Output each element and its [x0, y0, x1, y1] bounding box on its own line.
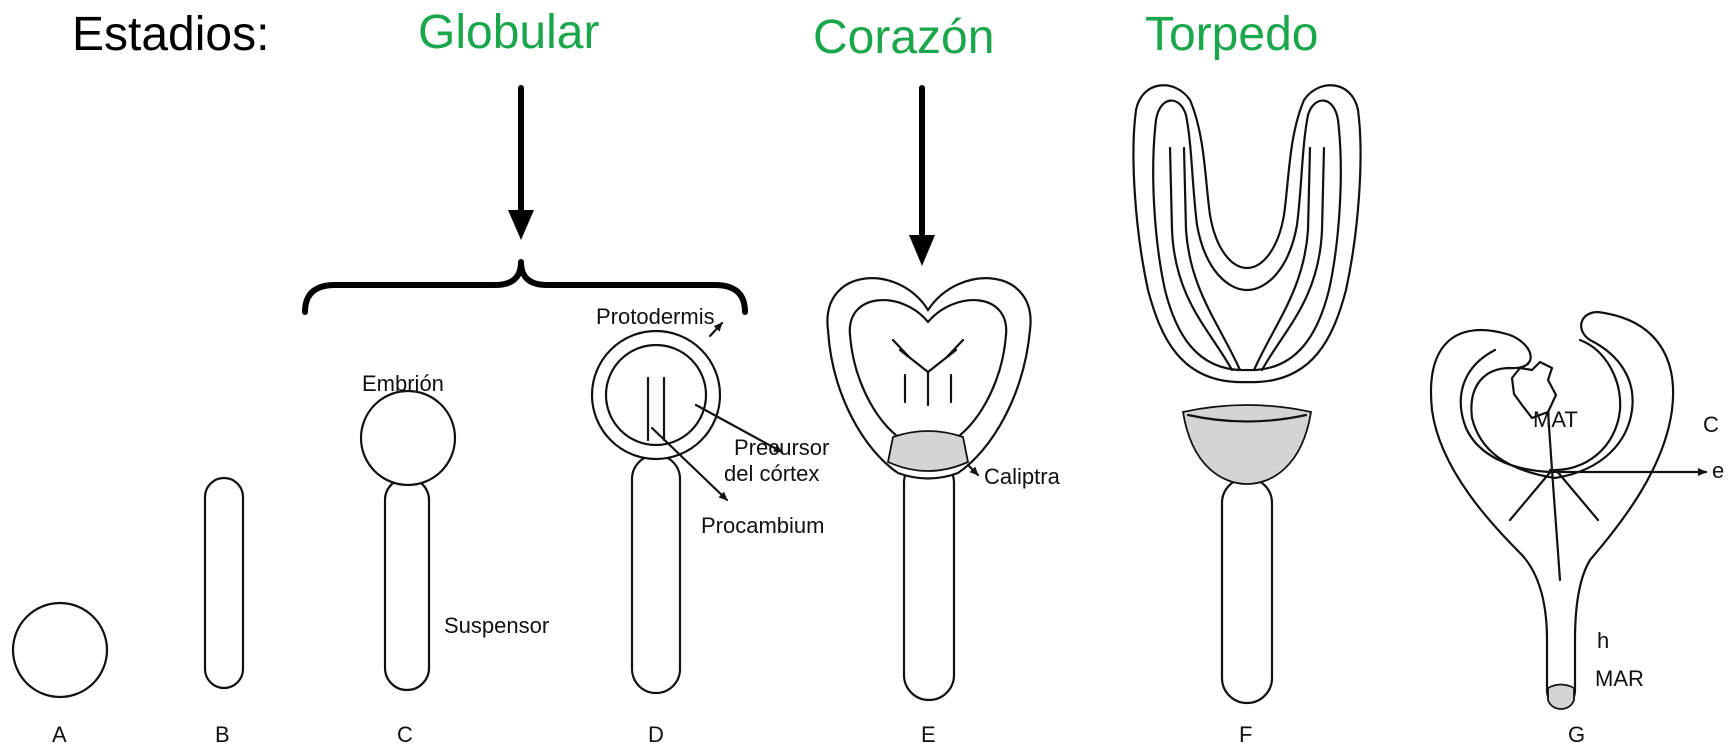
panel-letter-d: D: [648, 722, 664, 747]
panel-letter-g: G: [1568, 722, 1585, 747]
label-protodermis: Protodermis: [596, 304, 715, 329]
stages-prefix: Estadios:: [72, 8, 269, 61]
embryo-a: [13, 603, 107, 697]
stage-title-torpedo: Torpedo: [1145, 8, 1318, 61]
embryo-c: [361, 391, 455, 690]
label-c: C: [1703, 412, 1719, 437]
label-procambium: Procambium: [701, 513, 824, 538]
panel-letter-f: F: [1239, 722, 1252, 747]
embryo-b: [205, 478, 243, 688]
stage-title-corazon: Corazón: [813, 11, 994, 64]
embryo-g: [1431, 312, 1706, 709]
stage-title-globular: Globular: [418, 6, 599, 59]
panel-letter-e: E: [921, 722, 936, 747]
label-h: h: [1597, 628, 1609, 653]
label-mat: MAT: [1533, 407, 1578, 432]
label-precursor-line1: Precursor: [734, 435, 829, 460]
label-mar: MAR: [1595, 666, 1644, 691]
corazon-arrow: [909, 88, 935, 266]
panel-letter-c: C: [397, 722, 413, 747]
embryo-f: [1133, 85, 1360, 703]
embryo-d: [592, 323, 782, 693]
label-embrion: Embrión: [362, 371, 444, 396]
label-e: e: [1712, 458, 1724, 483]
label-caliptra: Caliptra: [984, 464, 1061, 489]
label-suspensor: Suspensor: [444, 613, 549, 638]
label-precursor-line2: del córtex: [724, 461, 819, 486]
globular-arrow: [508, 88, 534, 240]
panel-letter-b: B: [215, 722, 230, 747]
panel-letter-a: A: [52, 722, 67, 747]
embryo-e: [827, 278, 1030, 700]
